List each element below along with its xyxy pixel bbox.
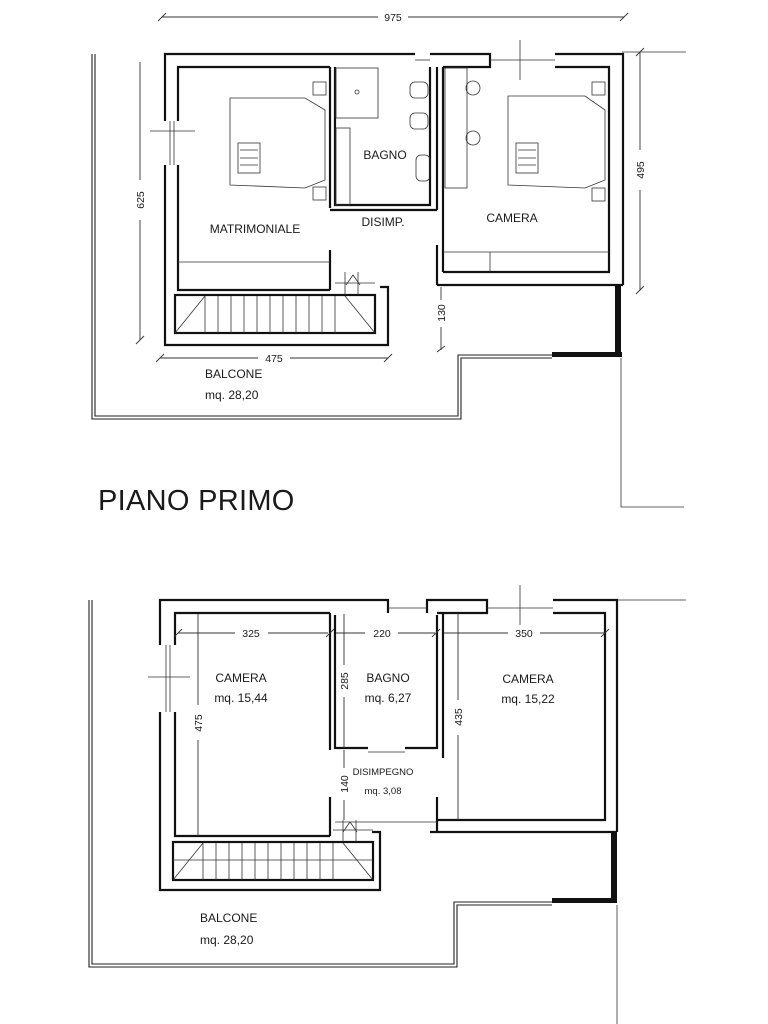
- dimension-total-width: 975: [157, 12, 629, 24]
- dim-325: 325: [242, 628, 260, 640]
- dimension-camera1-width: 325: [173, 628, 335, 640]
- dim-475: 475: [265, 353, 283, 365]
- balcony-outline: [91, 51, 686, 508]
- bed-camera: [507, 81, 606, 202]
- area-label-bagno: mq. 6,27: [365, 691, 412, 705]
- area-label-camera1: mq. 15,44: [214, 691, 268, 705]
- bathroom-fixtures: [335, 67, 481, 206]
- dim-625: 625: [135, 191, 147, 209]
- floor-title: PIANO PRIMO: [98, 485, 295, 517]
- interior-walls: [178, 67, 609, 290]
- room-label-bagno: BAGNO: [363, 148, 406, 162]
- dim-475-lower: 475: [193, 714, 205, 732]
- dim-220: 220: [373, 628, 391, 640]
- dim-130: 130: [436, 304, 448, 322]
- area-label-disimpegno: mq. 3,08: [365, 786, 402, 797]
- dimension-bagno-width: 220: [336, 628, 441, 640]
- room-label-bagno-lower: BAGNO: [366, 671, 409, 685]
- room-label-camera1: CAMERA: [215, 671, 266, 685]
- room-label-balcone: BALCONE: [205, 367, 262, 381]
- interior-walls-lower: [328, 613, 445, 836]
- dim-285: 285: [339, 672, 351, 690]
- area-label-balcone-lower: mq. 28,20: [200, 933, 254, 947]
- room-label-camera: CAMERA: [486, 211, 537, 225]
- area-label-camera2: mq. 15,22: [501, 692, 555, 706]
- staircase-lower: [171, 820, 375, 882]
- dim-350: 350: [515, 628, 533, 640]
- dimension-camera2-width: 350: [444, 628, 610, 640]
- lower-plan: 325 220 350 475 285 435: [88, 585, 686, 1024]
- dimension-left-625: 625: [135, 62, 147, 345]
- dimension-camera1-height: 475: [193, 614, 205, 836]
- bed-matrimoniale: [229, 81, 327, 201]
- dimension-stair-475: 475: [155, 353, 393, 365]
- area-label-balcone: mq. 28,20: [205, 388, 259, 402]
- balcony-outline-lower: [88, 599, 686, 1024]
- upper-plan: 975: [91, 12, 686, 508]
- dimension-right-495: 495: [635, 47, 647, 295]
- dimension-step-130: 130: [436, 287, 448, 353]
- dim-975: 975: [384, 12, 402, 24]
- dimension-camera2-height: 435: [453, 613, 465, 820]
- room-label-balcone-lower: BALCONE: [200, 911, 257, 925]
- room-label-matrimoniale: MATRIMONIALE: [210, 222, 300, 236]
- dim-435: 435: [453, 708, 465, 726]
- room-label-disimp: DISIMP.: [361, 215, 404, 229]
- exterior-walls: [150, 40, 625, 347]
- staircase-upper: [173, 272, 377, 335]
- dim-140: 140: [339, 775, 351, 793]
- dimension-disimpegno-height: 140: [339, 750, 351, 820]
- room-label-camera2: CAMERA: [502, 672, 553, 686]
- dimension-bagno-height: 285: [339, 614, 351, 748]
- exterior-walls-lower: [148, 585, 619, 892]
- dim-495: 495: [635, 161, 647, 179]
- room-label-disimpegno: DISIMPEGNO: [353, 767, 414, 778]
